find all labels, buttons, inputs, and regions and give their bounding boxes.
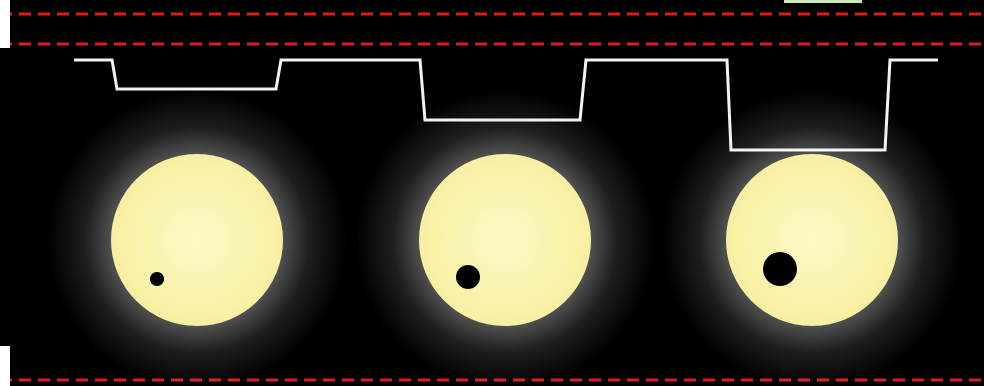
transit-1	[47, 90, 347, 386]
top-right-mark	[784, 0, 862, 3]
star	[726, 154, 898, 326]
planet	[456, 265, 480, 289]
planet	[150, 272, 164, 286]
transit-2	[355, 90, 655, 386]
star	[111, 154, 283, 326]
left-edge-mark-top	[0, 0, 10, 48]
transit-3	[662, 90, 962, 386]
planet	[763, 252, 797, 286]
star	[419, 154, 591, 326]
left-edge-mark-bottom	[0, 346, 10, 386]
